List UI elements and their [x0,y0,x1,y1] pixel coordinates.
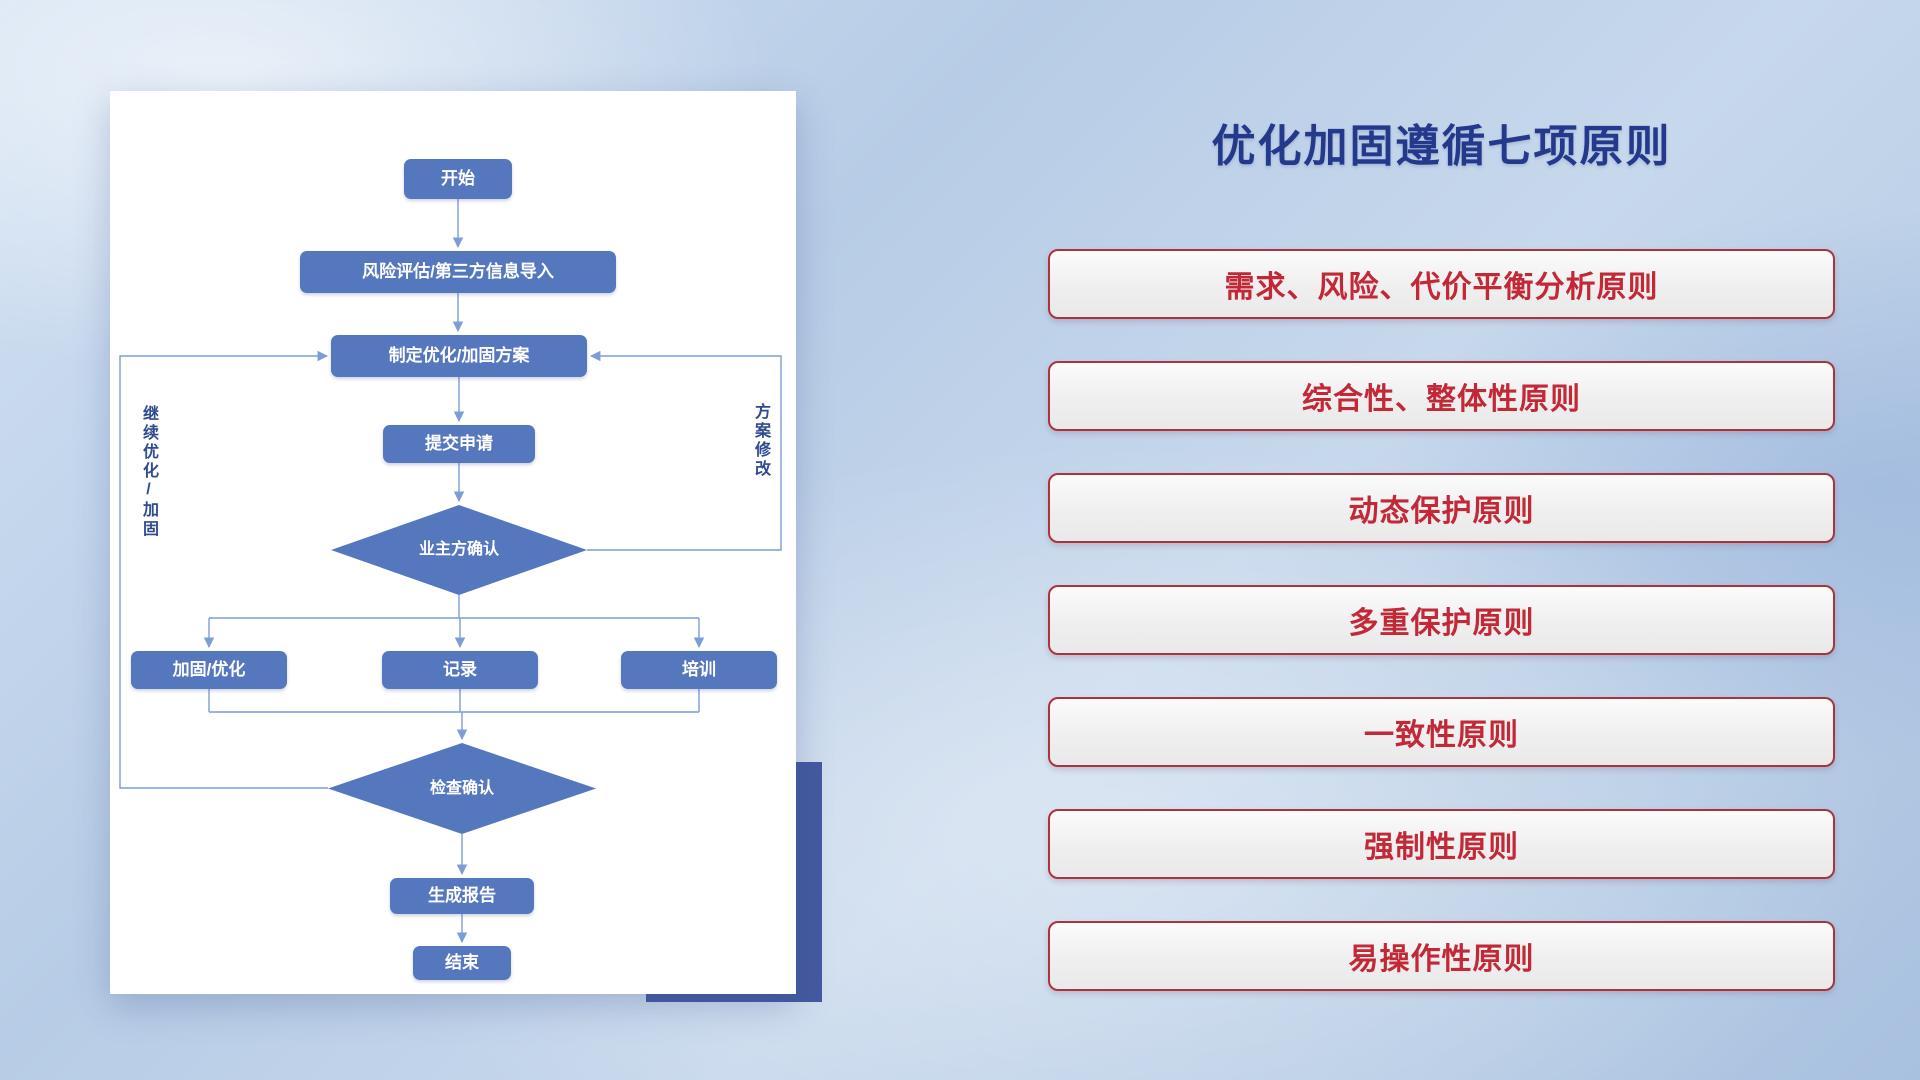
principle-card-multiple-protection: 多重保护原则 [1048,585,1835,655]
flow-node-start: 开始 [404,159,512,199]
flow-node-record-label: 记录 [443,659,477,679]
flow-node-reinforce-label: 加固/优化 [172,659,246,679]
flow-node-make-plan: 制定优化/加固方案 [331,335,587,377]
principle-card-ease-of-operation: 易操作性原则 [1048,921,1835,991]
principle-label: 一致性原则 [1364,719,1519,752]
flow-node-owner-confirm-label: 业主方确认 [418,541,499,559]
flow-node-submit-label: 提交申请 [425,433,493,453]
flow-node-submit: 提交申请 [383,425,535,463]
flow-node-training: 培训 [621,651,777,689]
flow-node-report-label: 生成报告 [428,885,496,905]
principle-label: 动态保护原则 [1348,495,1535,528]
flow-node-report: 生成报告 [390,878,534,914]
flow-node-check-confirm-label: 检查确认 [429,779,494,797]
principle-card-balance: 需求、风险、代价平衡分析原则 [1048,249,1835,319]
principle-label: 需求、风险、代价平衡分析原则 [1224,271,1659,304]
loop-label-plan-revise: 方案修改 [752,403,769,479]
flow-node-end-label: 结束 [445,952,479,972]
principle-card-mandatory: 强制性原则 [1048,809,1835,879]
principle-label: 强制性原则 [1364,831,1519,864]
flowchart-card: 开始 风险评估/第三方信息导入 制定优化/加固方案 提交申请 业主方确认 加固/… [110,91,796,994]
flow-node-training-label: 培训 [682,659,716,679]
principle-label: 易操作性原则 [1348,943,1535,976]
flow-node-end: 结束 [413,946,511,980]
flow-node-reinforce: 加固/优化 [131,651,287,689]
flow-node-start-label: 开始 [441,168,475,188]
principles-list: 需求、风险、代价平衡分析原则 综合性、整体性原则 动态保护原则 多重保护原则 一… [1048,249,1835,991]
flow-connectors [119,199,782,944]
loop-label-continue-optimize: 继续优化/加固 [140,405,157,539]
flow-node-record: 记录 [382,651,538,689]
principle-card-dynamic-protection: 动态保护原则 [1048,473,1835,543]
panel-title: 优化加固遵循七项原则 [1211,122,1672,171]
principle-card-comprehensive: 综合性、整体性原则 [1048,361,1835,431]
flow-node-risk-import-label: 风险评估/第三方信息导入 [362,261,554,281]
principle-label: 多重保护原则 [1348,607,1535,640]
flow-node-risk-import: 风险评估/第三方信息导入 [300,251,616,293]
flow-node-make-plan-label: 制定优化/加固方案 [388,345,530,365]
principle-label: 综合性、整体性原则 [1302,383,1581,416]
principle-card-consistency: 一致性原则 [1048,697,1835,767]
